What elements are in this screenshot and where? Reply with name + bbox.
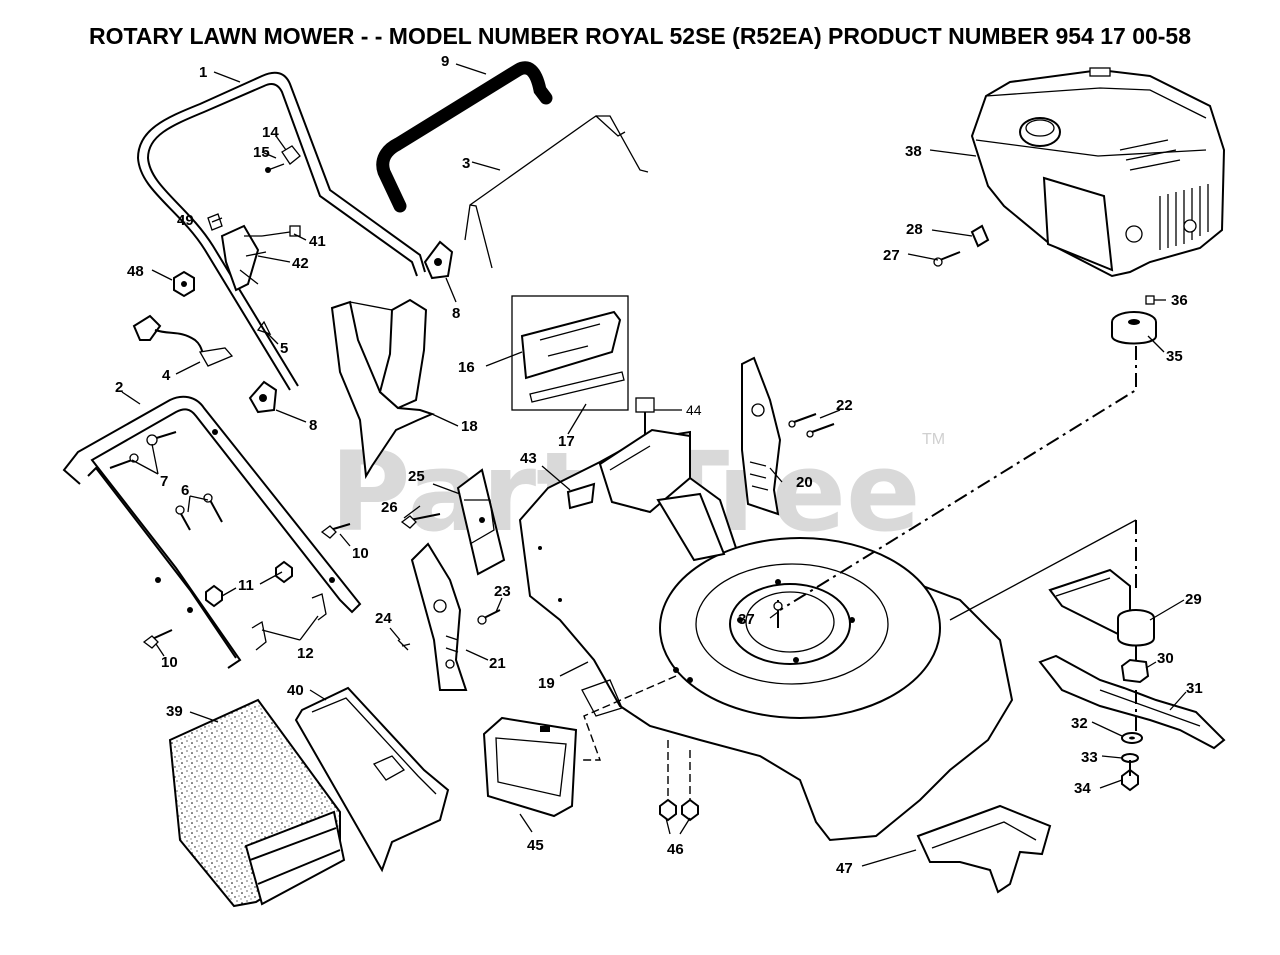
- callout-18: 18: [461, 418, 478, 435]
- height-adjuster-right: [741, 356, 782, 516]
- callout-39: 39: [166, 703, 183, 720]
- callout-26: 26: [381, 499, 398, 516]
- discharge-chute: [330, 298, 435, 480]
- callout-32: 32: [1071, 715, 1088, 732]
- leader-lines: [121, 63, 1187, 867]
- callout-10-lower: 10: [161, 654, 178, 671]
- callout-23: 23: [494, 583, 511, 600]
- decal-box: [511, 295, 629, 411]
- callout-40: 40: [287, 682, 304, 699]
- callout-8-upper: 8: [452, 305, 460, 322]
- callout-44: 44: [686, 402, 702, 418]
- nut-48: [173, 270, 195, 298]
- screw-27: [933, 251, 961, 267]
- bracket-28: [970, 224, 990, 248]
- callout-28: 28: [906, 221, 923, 238]
- handle-knob-upper: [423, 240, 454, 280]
- brake-bail-wire: [464, 115, 649, 269]
- cable-tie: [256, 320, 272, 336]
- callout-10-upper: 10: [352, 545, 369, 562]
- rear-door: [482, 716, 578, 818]
- bolt-10-lower: [142, 629, 173, 649]
- nuts-46: [659, 798, 699, 822]
- callout-41: 41: [309, 233, 326, 250]
- callout-33: 33: [1081, 749, 1098, 766]
- callout-43: 43: [520, 450, 537, 467]
- callout-16: 16: [458, 359, 475, 376]
- callout-2: 2: [115, 379, 123, 396]
- callout-34: 34: [1074, 780, 1091, 797]
- callout-7: 7: [160, 473, 168, 490]
- grass-bag: [168, 698, 346, 908]
- callout-30: 30: [1157, 650, 1174, 667]
- callout-31: 31: [1186, 680, 1203, 697]
- blade-bolt-34: [1121, 760, 1139, 792]
- throttle-control: [207, 213, 301, 292]
- callout-36: 36: [1171, 292, 1188, 309]
- callout-45: 45: [527, 837, 544, 854]
- callout-38: 38: [905, 143, 922, 160]
- callout-17: 17: [558, 433, 575, 450]
- flywheel-pulley: [1111, 311, 1157, 345]
- callout-8-lower: 8: [309, 417, 317, 434]
- callout-15: 15: [253, 144, 270, 161]
- key-36: [1145, 295, 1155, 305]
- bolt-26: [400, 513, 441, 529]
- callout-1: 1: [199, 64, 207, 81]
- callout-19: 19: [538, 675, 555, 692]
- callout-49: 49: [177, 212, 194, 229]
- cable-guide-hardware: [265, 145, 301, 173]
- bolts-22: [788, 413, 835, 438]
- diagram-title: ROTARY LAWN MOWER - - MODEL NUMBER ROYAL…: [89, 23, 1191, 49]
- bolt-23: [477, 609, 501, 625]
- nut-11: [205, 560, 293, 608]
- callout-22: 22: [836, 397, 853, 414]
- callout-27: 27: [883, 247, 900, 264]
- callout-21: 21: [489, 655, 506, 672]
- callout-4: 4: [162, 367, 171, 384]
- callout-46: 46: [667, 841, 684, 858]
- callout-48: 48: [127, 263, 144, 280]
- callout-11: 11: [238, 577, 254, 594]
- handle-bolts-7: [109, 431, 177, 469]
- callout-24: 24: [375, 610, 392, 627]
- blade-adapter-hub: [1120, 658, 1150, 684]
- callout-12: 12: [297, 645, 314, 662]
- callout-14: 14: [262, 124, 279, 141]
- callout-9: 9: [441, 53, 449, 70]
- handle-knob-lower: [248, 380, 278, 414]
- spring-24: [397, 639, 411, 651]
- mulch-plug: [916, 804, 1052, 894]
- callout-35: 35: [1166, 348, 1183, 365]
- clip-12: [251, 593, 327, 651]
- callout-numbers: 1 2 3 4 5 6 7 8 8 9 10 10 11 12 14 15 16…: [115, 53, 1203, 877]
- callout-37: 37: [738, 611, 755, 628]
- callout-29: 29: [1185, 591, 1202, 608]
- assembly-lines: [580, 346, 1137, 800]
- watermark-trademark: TM: [922, 431, 945, 448]
- blade: [1038, 654, 1226, 750]
- callout-20: 20: [796, 474, 813, 491]
- height-adjuster-left: [410, 542, 468, 691]
- bag-frame: [294, 686, 450, 873]
- washer-32: [1121, 732, 1143, 744]
- callout-42: 42: [292, 255, 309, 272]
- callout-3: 3: [462, 155, 470, 172]
- callout-5: 5: [280, 340, 288, 357]
- mower-deck: [518, 428, 1014, 842]
- engine-bolt: [773, 600, 783, 628]
- upper-handle: [136, 71, 426, 391]
- callout-47: 47: [836, 860, 853, 877]
- control-cable: [132, 314, 234, 367]
- bolt-10-upper: [320, 523, 351, 539]
- handle-bolts-6: [175, 493, 223, 531]
- blade-adapter: [1048, 568, 1155, 647]
- callout-6: 6: [181, 482, 189, 499]
- callout-25: 25: [408, 468, 425, 485]
- chute-door: [456, 468, 506, 576]
- bail-grip: [376, 61, 553, 213]
- engine: [970, 67, 1226, 278]
- lower-handle: [62, 395, 362, 669]
